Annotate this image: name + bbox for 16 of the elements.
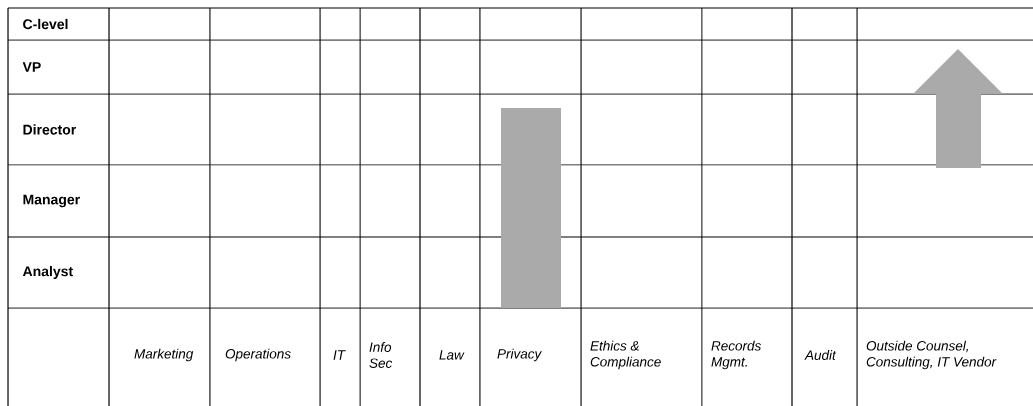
column-header: Law	[439, 350, 465, 360]
column-header: Records Mgmt.	[711, 340, 761, 370]
column-header: Outside Counsel, Consulting, IT Vendor	[866, 340, 997, 370]
column-header: Info Sec	[369, 342, 393, 368]
row-header: Director	[23, 124, 76, 135]
column-header: Marketing	[134, 348, 194, 362]
row-header: C-level	[23, 18, 68, 30]
row-header: Manager	[23, 194, 80, 208]
column-header: Operations	[225, 348, 291, 362]
row-header: VP	[22, 62, 41, 72]
column-header: Ethics & Compliance	[590, 340, 661, 370]
column-header: Privacy	[497, 348, 542, 362]
column-header: IT	[333, 350, 346, 360]
column-header: Audit	[804, 350, 837, 360]
vertical-bar	[501, 108, 561, 308]
row-header: Analyst	[22, 265, 73, 279]
